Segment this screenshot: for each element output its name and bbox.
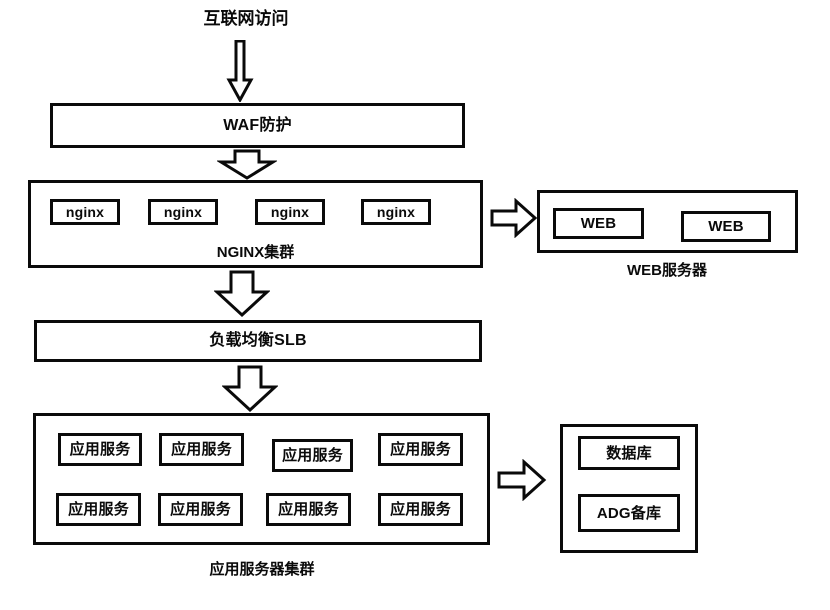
database-container: 数据库 ADG备库 [560,424,698,553]
arrow-down-nginx-to-slb [214,270,270,318]
app-service-node-5[interactable]: 应用服务 [56,493,141,526]
nginx-cluster-label: NGINX集群 [216,244,295,261]
app-service-node-3[interactable]: 应用服务 [272,439,353,472]
arrow-right-app-to-db [497,459,547,501]
web-server-container: WEB WEB [537,190,798,253]
app-service-node-4[interactable]: 应用服务 [378,433,463,466]
app-service-node-1[interactable]: 应用服务 [58,433,142,466]
nginx-node-3[interactable]: nginx [255,199,325,225]
nginx-node-2[interactable]: nginx [148,199,218,225]
app-server-cluster-label: 应用服务器集群 [209,561,315,578]
web-server-group-label: WEB服务器 [627,262,707,279]
database-node[interactable]: 数据库 [578,436,680,470]
web-node-2[interactable]: WEB [681,211,771,242]
app-server-cluster-container: 应用服务 应用服务 应用服务 应用服务 应用服务 应用服务 应用服务 应用服务 [33,413,490,545]
arrow-down-waf-to-nginx [217,149,277,180]
app-service-node-8[interactable]: 应用服务 [378,493,463,526]
nginx-cluster-container: nginx nginx nginx nginx NGINX集群 [28,180,483,268]
arrow-right-nginx-to-web [490,198,538,238]
arrow-down-thin-internet-to-waf [226,40,254,102]
nginx-node-1[interactable]: nginx [50,199,120,225]
internet-access-label: 互联网访问 [203,9,289,28]
web-node-1[interactable]: WEB [553,208,644,239]
app-service-node-7[interactable]: 应用服务 [266,493,351,526]
app-service-node-6[interactable]: 应用服务 [158,493,243,526]
slb-node[interactable]: 负载均衡SLB [34,320,482,362]
app-service-node-2[interactable]: 应用服务 [159,433,244,466]
adg-standby-node[interactable]: ADG备库 [578,494,680,532]
waf-node[interactable]: WAF防护 [50,103,465,148]
nginx-node-4[interactable]: nginx [361,199,431,225]
arrow-down-slb-to-app [222,365,278,413]
